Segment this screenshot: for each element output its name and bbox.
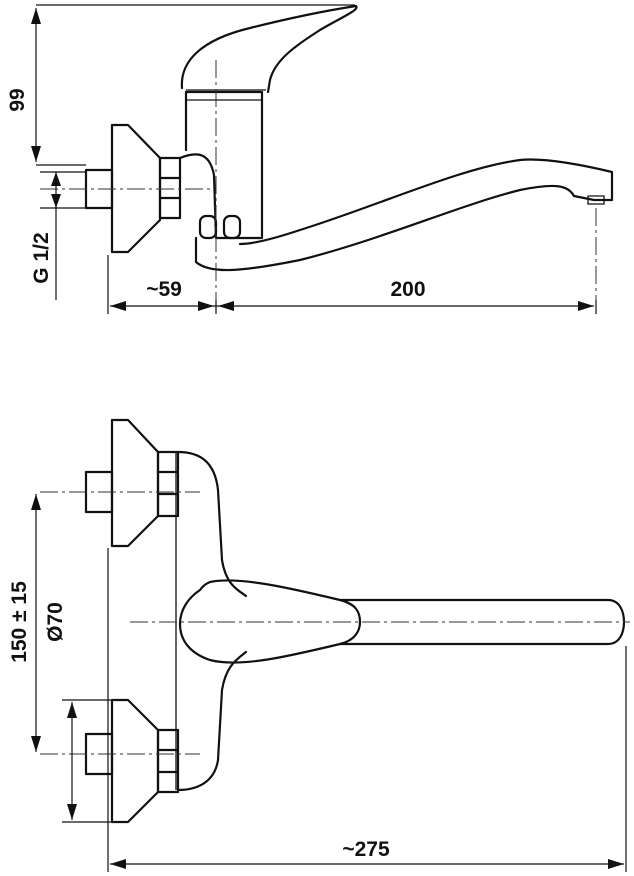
dim-center-distance: 150 ± 15 xyxy=(8,581,31,663)
side-slot-right xyxy=(222,214,242,240)
front-upper-escutcheon xyxy=(110,418,160,548)
side-handle-lever xyxy=(180,4,358,94)
side-view xyxy=(40,4,614,300)
side-spout-tip xyxy=(587,195,605,205)
side-hex-nut xyxy=(158,156,182,220)
dim-wall-offset: ~59 xyxy=(146,278,182,301)
front-dimensions: 150 ± 15 Ø70 ~275 xyxy=(8,494,627,872)
front-lower-escutcheon xyxy=(110,698,160,824)
front-handle xyxy=(178,579,362,664)
dim-flange-diameter: Ø70 xyxy=(44,602,67,642)
front-body xyxy=(176,450,248,792)
dim-thread-size: G 1/2 xyxy=(30,232,53,283)
side-spout xyxy=(194,158,614,272)
dim-spout-reach: 200 xyxy=(390,278,425,301)
front-view xyxy=(40,418,630,824)
side-escutcheon xyxy=(110,123,162,254)
dim-total-length: ~275 xyxy=(342,838,390,861)
side-slot-left xyxy=(198,214,218,240)
side-dimensions: 99 G 1/2 ~59 200 xyxy=(6,4,597,314)
dim-side-height: 99 xyxy=(6,88,29,111)
front-lower-nut xyxy=(156,728,180,794)
front-upper-nut xyxy=(156,450,180,518)
side-body xyxy=(178,90,264,240)
